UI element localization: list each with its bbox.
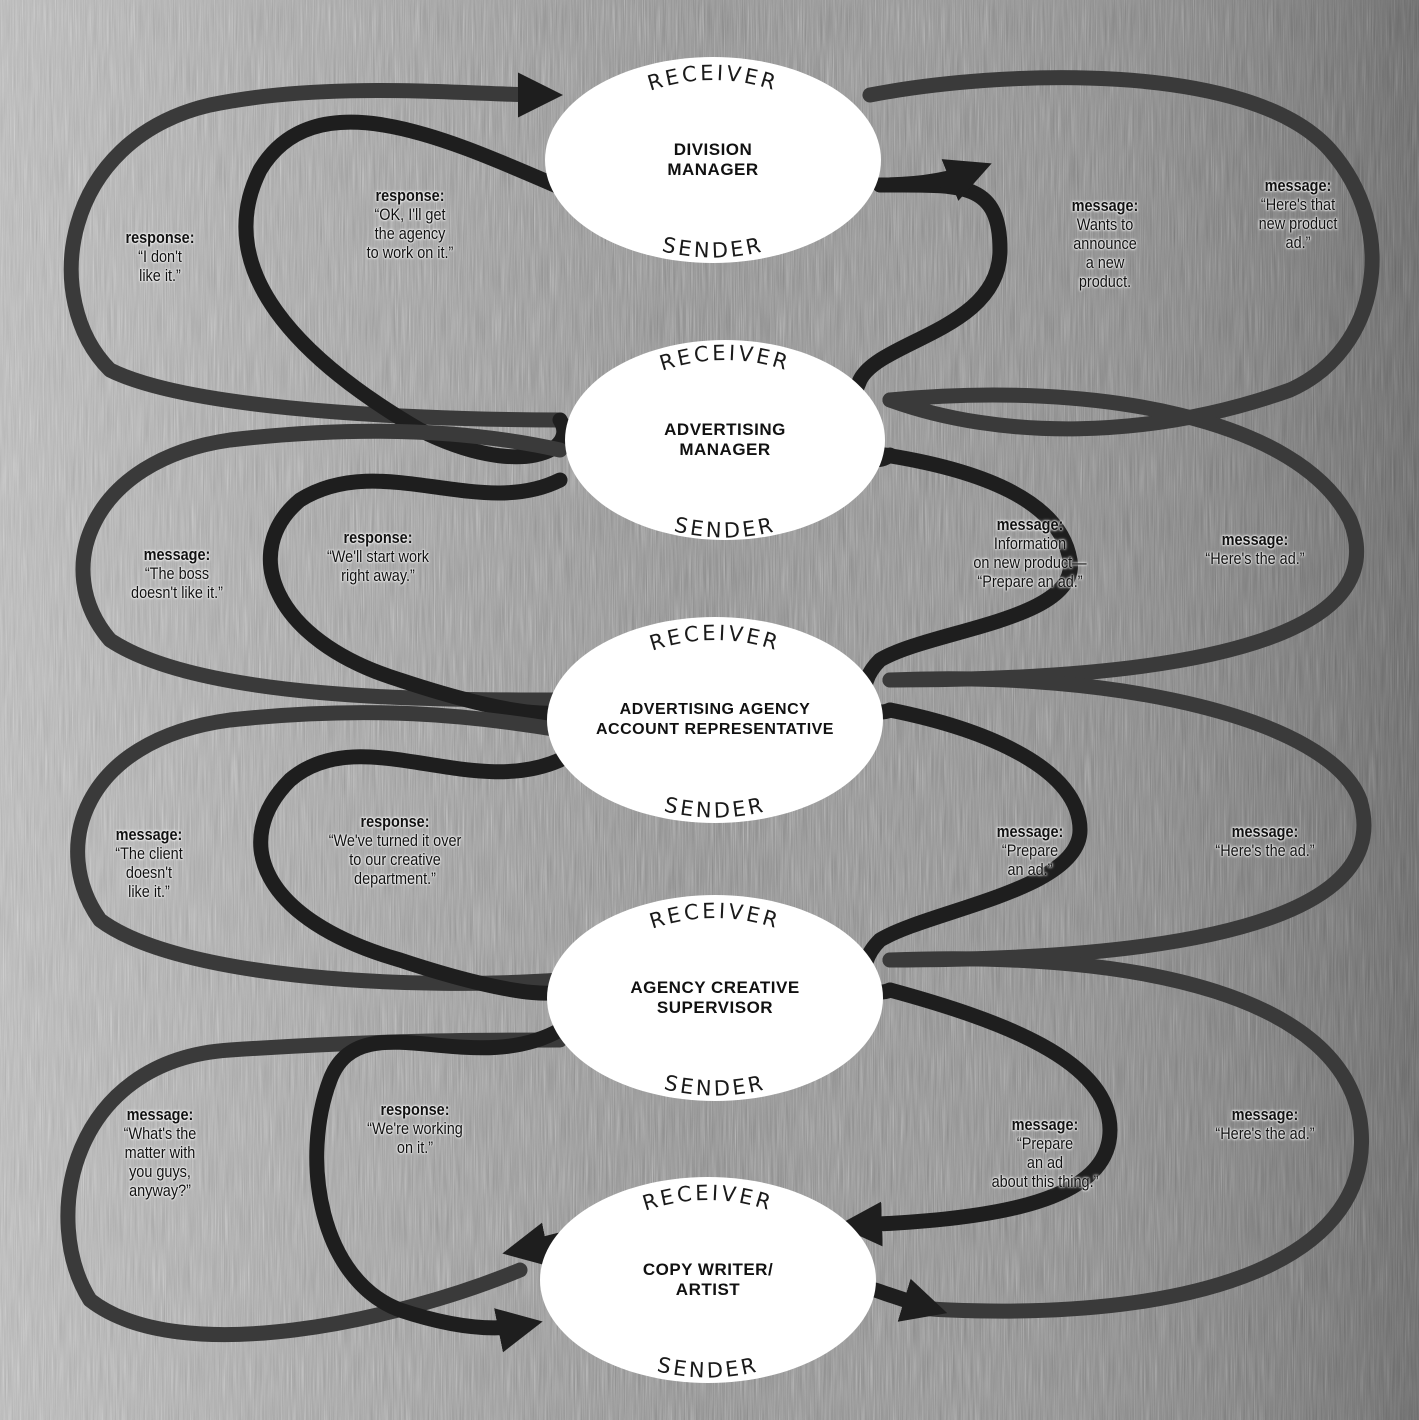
- response-path-inner-left-1: [238, 114, 598, 465]
- label-message-client-doesnt-like-it: message:“The client doesn't like it.”: [115, 825, 183, 901]
- node-division-manager: RECEIVER SENDER DIVISION MANAGER: [543, 55, 883, 265]
- label-response-well-start-work: response:“We'll start work right away.”: [326, 528, 430, 585]
- node-advertising-manager: RECEIVER SENDER ADVERTISING MANAGER: [555, 335, 895, 545]
- message-path-left-2: [75, 423, 568, 708]
- label-message-wants-to-announce: message:Wants to announce a new product.: [1071, 196, 1139, 291]
- label-response-turned-it-over: response:“We've turned it over to our cr…: [328, 812, 462, 888]
- label-message-prepare-an-ad: message:“Prepare an ad.”: [996, 822, 1064, 879]
- label-message-heres-the-ad-3: message:“Here's the ad.”: [1215, 1105, 1315, 1143]
- label-message-heres-that-new-product-ad: message:“Here's that new product ad.”: [1258, 176, 1338, 252]
- label-response-ok-ill-get-agency: response:“OK, I'll get the agency to wor…: [366, 186, 454, 262]
- label-response-were-working-on-it: response:“We're working on it.”: [367, 1100, 463, 1157]
- label-response-i-dont-like-it: response:“I don't like it.”: [125, 228, 195, 285]
- arrow-message-1: [872, 159, 992, 201]
- node-agency-account-representative: RECEIVER SENDER ADVERTISING AGENCY ACCOU…: [545, 615, 885, 825]
- label-message-information-on-new-product: message:Information on new product— “Pre…: [973, 515, 1087, 591]
- label-message-boss-doesnt-like-it: message:“The boss doesn't like it.”: [131, 545, 223, 602]
- node-name: COPY WRITER/ ARTIST: [642, 1260, 774, 1299]
- node-name: AGENCY CREATIVE SUPERVISOR: [630, 978, 800, 1017]
- node-agency-creative-supervisor: RECEIVER SENDER AGENCY CREATIVE SUPERVIS…: [545, 893, 885, 1103]
- response-path-outer-left-1: [63, 72, 568, 428]
- response-path-left-4: [309, 1022, 568, 1353]
- node-name: ADVERTISING MANAGER: [664, 420, 786, 459]
- message-path-outer-right-3: [882, 671, 1372, 968]
- label-message-heres-the-ad-2: message:“Here's the ad.”: [1215, 822, 1315, 860]
- label-message-prepare-ad-about-thing: message:“Prepare an ad about this thing.…: [991, 1115, 1099, 1191]
- response-path-left-2: [262, 472, 572, 721]
- node-copy-writer-artist: RECEIVER SENDER COPY WRITER/ ARTIST: [538, 1175, 878, 1385]
- message-path-outer-right-1: [862, 70, 1380, 437]
- node-name: ADVERTISING AGENCY ACCOUNT REPRESENTATIV…: [596, 701, 834, 738]
- message-path-outer-right-2: [882, 387, 1365, 688]
- arrow-from-copywriter-right: [867, 1278, 948, 1322]
- message-path-left-3: [70, 705, 568, 991]
- response-path-left-3: [253, 749, 572, 1001]
- label-message-whats-the-matter: message:“What's the matter with you guys…: [123, 1105, 197, 1200]
- message-path-outer-right-4: [882, 951, 1369, 1319]
- node-name: DIVISION MANAGER: [667, 140, 759, 179]
- message-path-right-4: [837, 982, 1118, 1247]
- label-message-heres-the-ad-1: message:“Here's the ad.”: [1205, 530, 1305, 568]
